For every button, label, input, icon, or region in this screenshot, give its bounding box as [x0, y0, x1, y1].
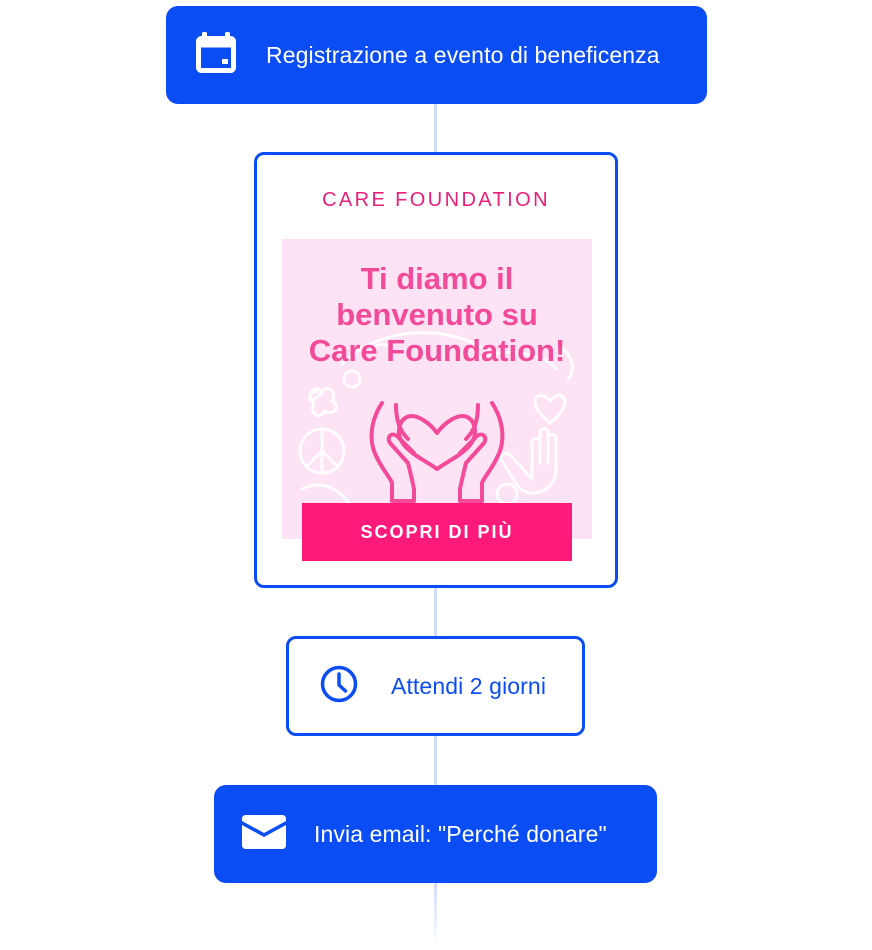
brand-name: CARE FOUNDATION [322, 189, 550, 211]
connector-line [434, 104, 437, 152]
send-email-node[interactable]: Invia email: "Perché donare" [214, 785, 657, 883]
trigger-label: Registrazione a evento di beneficenza [266, 41, 660, 68]
connector-line [434, 588, 437, 636]
headline-line: benvenuto su [336, 297, 538, 332]
calendar-icon [196, 31, 236, 79]
trigger-node[interactable]: Registrazione a evento di beneficenza [166, 6, 707, 104]
clock-icon [319, 664, 359, 709]
email-preview-card[interactable]: CARE FOUNDATION Ti [254, 152, 618, 588]
headline: Ti diamo il benvenuto su Care Foundation… [282, 261, 592, 369]
hero-banner: Ti diamo il benvenuto su Care Foundation… [282, 239, 592, 539]
send-email-label: Invia email: "Perché donare" [314, 820, 607, 847]
headline-line: Care Foundation! [308, 333, 566, 368]
discover-more-button[interactable]: SCOPRI DI PIÙ [302, 503, 572, 561]
connector-line [434, 883, 437, 950]
wait-node[interactable]: Attendi 2 giorni [286, 636, 585, 736]
connector-line [434, 735, 437, 785]
wait-label: Attendi 2 giorni [391, 672, 547, 699]
headline-line: Ti diamo il [360, 261, 514, 296]
hands-heart-icon [369, 401, 505, 503]
envelope-icon [242, 814, 286, 854]
